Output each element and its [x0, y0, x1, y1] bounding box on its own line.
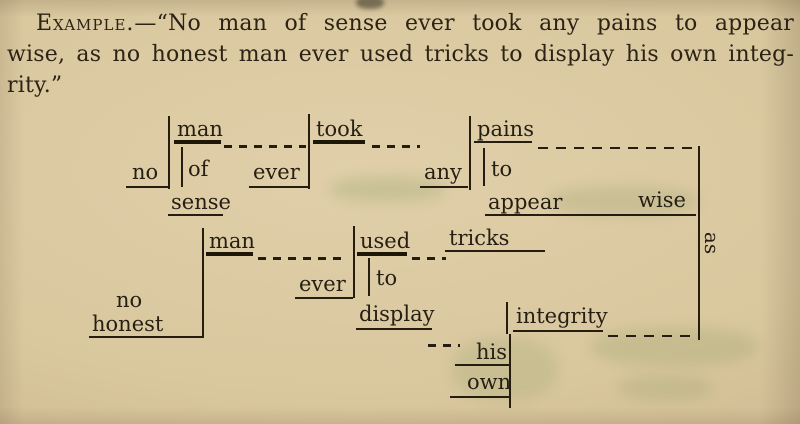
diagram-word-ever-2: ever [299, 272, 346, 296]
diagram-word-used: used [360, 229, 411, 253]
line-appear-wise [485, 214, 696, 216]
divider-mods-man-2 [202, 228, 204, 338]
divider-subject-verb-2 [353, 226, 355, 298]
diagram-word-ever-1: ever [253, 160, 300, 184]
show-through-stain [618, 376, 713, 400]
diagram-word-no-1: no [132, 160, 159, 184]
line-under-honest [89, 336, 203, 338]
line-under-ever-1 [249, 186, 308, 188]
dashed-line-man-verb-1 [224, 145, 306, 148]
diagram-word-appear: appear [488, 190, 563, 214]
diagram-word-honest: honest [92, 312, 164, 336]
diagram-word-display: display [359, 302, 435, 326]
dashed-link-display-his [428, 344, 460, 347]
line-under-his [455, 364, 510, 366]
bar-his-own [509, 334, 511, 408]
diagram-word-to-2: to [376, 266, 398, 290]
diagram-word-man-2: man [209, 229, 255, 253]
diagram-word-of: of [188, 157, 209, 181]
show-through-stain [592, 328, 757, 366]
dashed-link-integrity-as [608, 335, 699, 337]
example-paragraph: Example.—“No man of sense ever took any … [7, 8, 794, 101]
paragraph-line-3: rity.” [7, 73, 63, 98]
subject-line-2 [206, 252, 253, 256]
inf-bar-to-2 [368, 258, 370, 296]
example-label: Example. [36, 11, 135, 36]
verb-line-2 [357, 252, 407, 256]
diagram-word-pains: pains [477, 117, 534, 141]
diagram-word-any: any [424, 160, 462, 184]
diagram-word-his: his [476, 340, 508, 364]
diagram-word-to-1: to [491, 157, 513, 181]
paragraph-line-1-text: —“No man of sense ever took any pains to… [134, 11, 794, 36]
verb-line-1 [313, 140, 365, 144]
diagram-word-man-1: man [177, 117, 223, 141]
diagram-word-as: as [700, 231, 724, 255]
dashed-line-verb-object-1 [372, 145, 420, 148]
divider-subject-verb-1 [308, 114, 310, 189]
dashed-line-used-tricks [412, 257, 446, 260]
diagram-word-tricks: tricks [449, 226, 510, 250]
divider-verb-object-1 [469, 116, 471, 190]
diagram-word-own: own [467, 370, 512, 394]
diagram-word-sense: sense [171, 190, 231, 214]
line-under-own [450, 396, 510, 398]
line-under-ever-2 [295, 297, 353, 299]
prep-bar-of [181, 147, 183, 187]
dashed-link-pains-as [538, 147, 698, 149]
connector-word-box: as [698, 222, 726, 264]
diagram-word-took: took [316, 117, 363, 141]
diagram-word-no-2: no [116, 288, 143, 312]
line-under-no-1 [126, 186, 170, 188]
object-line-1 [474, 141, 532, 143]
subject-line-1 [174, 140, 221, 144]
line-under-sense [168, 214, 223, 216]
line-under-any [420, 186, 468, 188]
line-under-integrity [513, 330, 603, 332]
connector-line-as [698, 146, 700, 340]
line-under-tricks [445, 250, 545, 252]
divider-no-man-1 [168, 116, 170, 189]
divider-display-integrity [506, 302, 508, 334]
paragraph-line-1: Example.—“No man of sense ever took any … [7, 8, 794, 39]
line-under-display [356, 328, 432, 330]
diagram-word-integrity: integrity [516, 304, 608, 328]
inf-bar-to-1 [483, 148, 485, 186]
dashed-line-man-verb-2 [258, 257, 348, 260]
paragraph-line-2: wise, as no honest man ever used tricks … [7, 42, 794, 67]
diagram-word-wise: wise [638, 188, 686, 212]
